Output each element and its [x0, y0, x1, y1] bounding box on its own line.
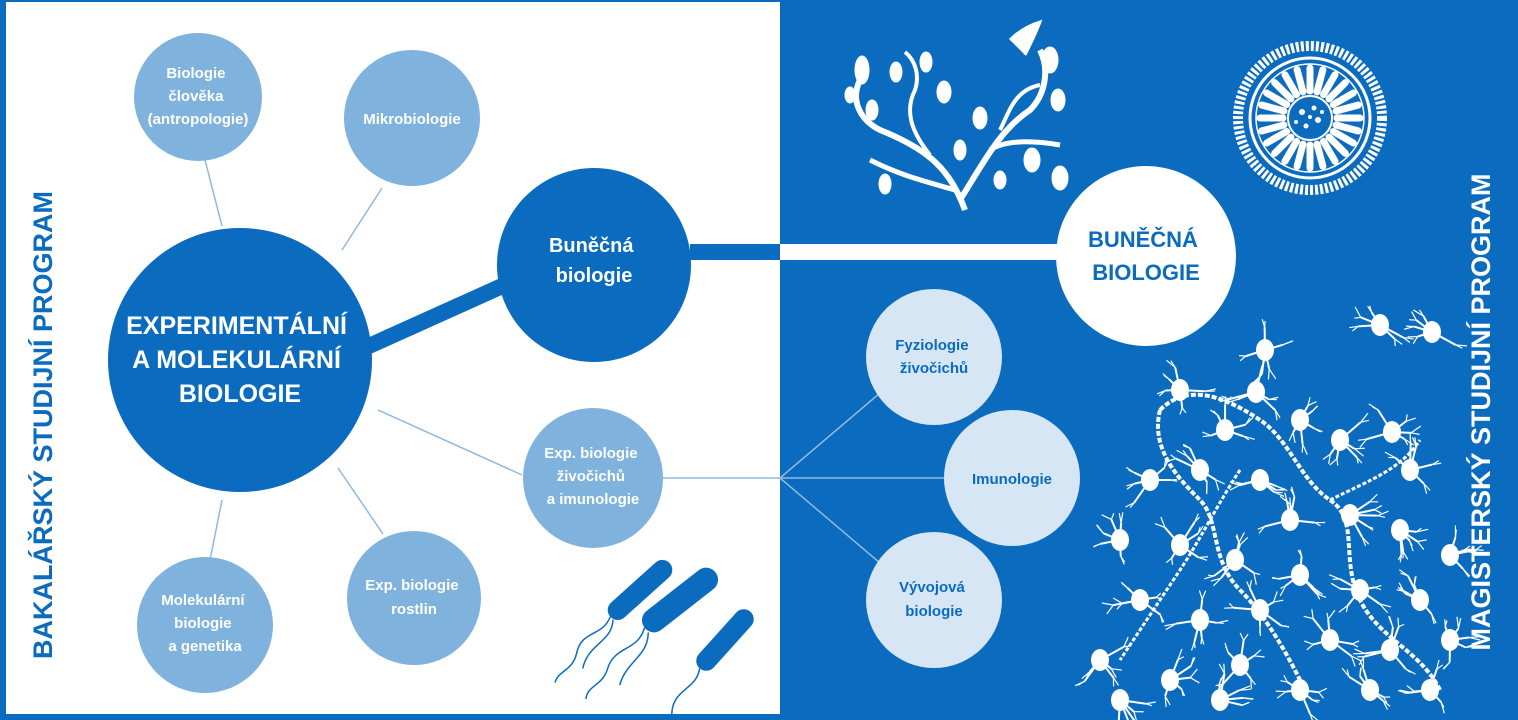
node-main-bachelor: EXPERIMENTÁLNÍ A MOLEKULÁRNÍ BIOLOGIE	[108, 228, 372, 492]
algae-icon	[844, 19, 1069, 212]
node-exp-biologie-zivocichu: Exp. biologie živočichů a imunologie	[523, 408, 663, 548]
svg-text:Molekulární biologie: Molekulární biologie a genetika	[161, 592, 249, 655]
master-program-label: MAGISTERSKÝ STUDIJNÍ PROGRAM	[1465, 173, 1496, 650]
node-molekularni-biologie: Molekulární biologie a genetika	[137, 557, 273, 693]
svg-text:Fyziologie živočichů: Fyziologie živočichů	[895, 337, 973, 377]
node-biologie-cloveka: Biologie člověka (antropologie)	[134, 33, 262, 161]
svg-text:Buněčná biologie: Buněčná biologie	[549, 235, 639, 287]
node-imunologie: Imunologie	[944, 410, 1080, 546]
node-mikrobiologie: Mikrobiologie	[344, 50, 480, 186]
svg-text:Biologie člověka (: Biologie člověka (antropologie)	[148, 65, 249, 128]
thick-connector-main	[356, 270, 524, 358]
node-bunecna-bachelor: Buněčná biologie	[497, 168, 691, 362]
left-edge	[0, 0, 6, 720]
main-bachelor-line-1: EXPERIMENTÁLNÍ	[126, 311, 348, 340]
thick-connector-right	[780, 244, 1070, 260]
svg-text:EXPERIMENTÁLNÍ A MOLEKUL: EXPERIMENTÁLNÍ A MOLEKULÁRNÍ BIOLOGIE	[126, 311, 354, 408]
svg-text:Imunologie: Imunologie	[972, 471, 1052, 488]
bacteria-icon	[554, 559, 754, 720]
bottom-edge	[0, 714, 1518, 720]
svg-text:Mikrobiologie: Mikrobiologie	[363, 111, 461, 128]
plant-cross-section-icon	[1233, 41, 1387, 195]
node-exp-biologie-rostlin: Exp. biologie rostlin	[347, 531, 481, 665]
neurons-icon	[1074, 305, 1484, 720]
thick-connector-left	[690, 244, 782, 260]
svg-text:Exp. biologie rostlin: Exp. biologie rostlin	[365, 577, 463, 618]
node-fyziologie-zivocichu: Fyziologie živočichů	[866, 289, 1002, 425]
svg-text:BUNĚČNÁ BIOLOGIE: BUNĚČNÁ BIOLOGIE	[1088, 227, 1204, 285]
node-bunecna-master: BUNĚČNÁ BIOLOGIE	[1056, 166, 1236, 346]
svg-text:Vývojová biologie: Vývojová biologie	[899, 579, 969, 620]
svg-text:Exp. biologie živočichů: Exp. biologie živočichů a imunologie	[544, 445, 642, 508]
node-vyvojova-biologie: Vývojová biologie	[866, 532, 1002, 668]
main-bachelor-line-2: A MOLEKULÁRNÍ	[132, 345, 342, 374]
main-bachelor-line-3: BIOLOGIE	[179, 380, 301, 408]
bachelor-program-label: BAKALÁŘSKÝ STUDIJNÍ PROGRAM	[27, 191, 58, 659]
connectors	[204, 159, 944, 564]
